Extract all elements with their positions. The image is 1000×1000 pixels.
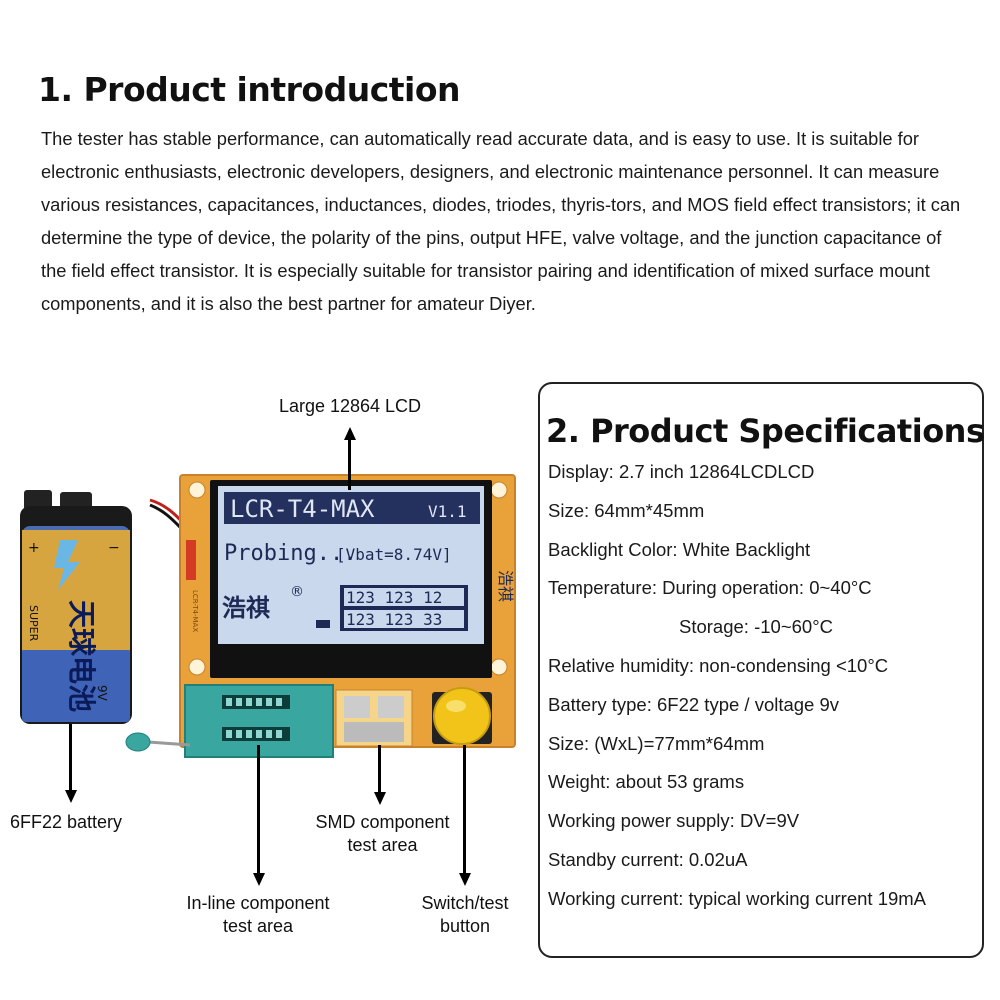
- spec-temperature: Temperature: During operation: 0~40°C: [548, 577, 872, 598]
- battery-brand: 天球电池: [65, 600, 98, 712]
- battery-9v: 天球电池 SUPER 9V + −: [20, 490, 132, 724]
- inline-callout-arrowhead: [253, 873, 265, 886]
- svg-text:+: +: [28, 540, 40, 556]
- specs-title: 2. Product Specifications: [546, 412, 985, 450]
- specifications-box: [538, 382, 984, 958]
- intro-paragraph: The tester has stable performance, can a…: [41, 128, 961, 314]
- svg-text:LCR-T4-MAX: LCR-T4-MAX: [191, 590, 199, 632]
- battery-callout-line: [69, 724, 72, 790]
- smd-pad-area: [335, 689, 413, 747]
- battery-callout-label: 6FF22 battery: [10, 812, 123, 832]
- spec-battery-type: Battery type: 6F22 type / voltage 9v: [548, 694, 840, 715]
- spec-standby-current: Standby current: 0.02uA: [548, 849, 748, 870]
- lcd-vbat: [Vbat=8.74V]: [336, 545, 452, 564]
- lcd-registered-mark: ®: [290, 584, 304, 600]
- inline-callout-label-2: test area: [222, 916, 294, 936]
- spec-humidity: Relative humidity: non-condensing <10°C: [548, 655, 889, 676]
- test-button-graphic: [432, 687, 492, 745]
- lcd-version: V1.1: [428, 502, 467, 521]
- lcd-pins-row1: 123 123 12: [346, 588, 442, 607]
- spec-weight: Weight: about 53 grams: [548, 771, 745, 792]
- smd-callout-label-1: SMD component: [315, 812, 450, 832]
- spec-size: Size: 64mm*45mm: [548, 500, 705, 521]
- lcd-module: LCR-T4-MAX V1.1 Probing... [Vbat=8.74V] …: [210, 480, 515, 678]
- lcd-title: LCR-T4-MAX: [230, 495, 375, 523]
- switch-callout-arrowhead: [459, 873, 471, 886]
- spec-display: Display: 2.7 inch 12864LCDLCD: [548, 461, 815, 482]
- lcd-callout-label: Large 12864 LCD: [278, 396, 422, 416]
- switch-callout-label-1: Switch/test: [421, 893, 509, 913]
- spec-working-current: Working current: typical working current…: [548, 888, 927, 909]
- board-side-brand: 浩祺: [496, 570, 515, 602]
- lcd-probing: Probing...: [224, 541, 356, 566]
- smd-callout-label-2: test area: [347, 835, 418, 855]
- switch-callout-label-2: button: [439, 916, 491, 936]
- inline-callout-label-1: In-line component: [186, 893, 330, 913]
- device-illustration: LCR-T4-MAX LCR-T4-MAX V1.1 Probing... [V…: [20, 474, 516, 758]
- svg-text:−: −: [108, 540, 120, 556]
- spec-dimensions: Size: (WxL)=77mm*64mm: [548, 733, 765, 754]
- spec-backlight: Backlight Color: White Backlight: [548, 539, 811, 560]
- lcd-callout-arrowhead: [344, 427, 356, 440]
- battery-callout-arrowhead: [65, 790, 77, 803]
- intro-title: 1. Product introduction: [38, 70, 461, 109]
- lcd-brand: 浩祺: [222, 594, 270, 622]
- spec-storage: Storage: -10~60°C: [679, 616, 833, 637]
- switch-callout-line: [463, 745, 466, 873]
- zif-socket: [125, 684, 334, 758]
- smd-callout-line: [378, 745, 381, 792]
- battery-super: SUPER: [27, 605, 40, 642]
- lcd-pins-row2: 123 123 33: [346, 610, 442, 629]
- smd-callout-arrowhead: [374, 792, 386, 805]
- battery-voltage: 9V: [95, 685, 109, 702]
- inline-callout-line: [257, 745, 260, 873]
- lcd-callout-line: [348, 438, 351, 490]
- spec-power-supply: Working power supply: DV=9V: [548, 810, 800, 831]
